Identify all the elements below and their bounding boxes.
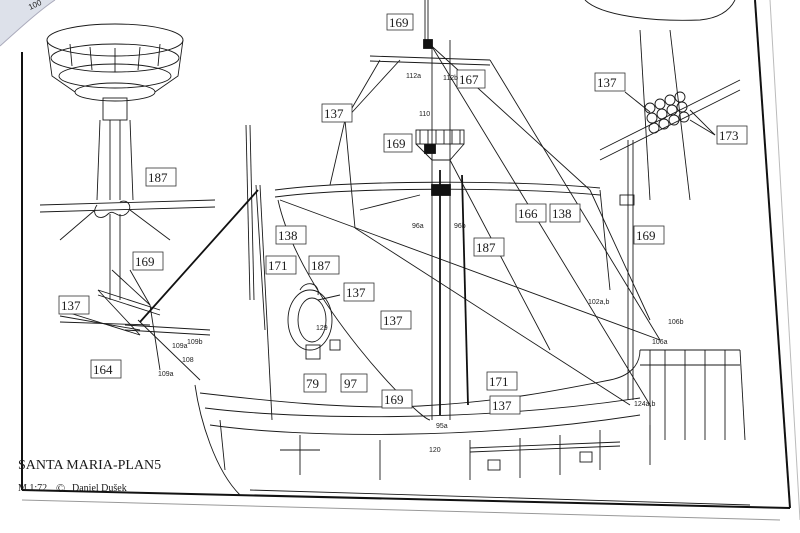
dark-rigging	[139, 39, 469, 415]
part-label: 166	[518, 206, 538, 221]
part-label: 171	[268, 258, 288, 273]
sheet-frame	[21, 0, 791, 509]
part-label: 110	[419, 111, 430, 118]
drawing-lines	[39, 0, 751, 506]
copyright-icon: ©	[56, 481, 65, 495]
part-label: 187	[148, 170, 168, 185]
part-label: 109b	[187, 339, 203, 346]
part-label: 137	[383, 313, 403, 328]
part-label: 79	[306, 376, 319, 391]
part-label: 102a,b	[588, 299, 610, 306]
page-corner-number: 100	[27, 0, 43, 12]
part-label: 96b	[454, 223, 466, 230]
part-label: 169	[389, 15, 409, 30]
part-label: 137	[61, 298, 81, 313]
part-labels: 169 112a 112b 167 137 110 169 137 173 18…	[61, 15, 739, 454]
part-label: 97	[344, 376, 358, 391]
part-label: 187	[311, 258, 331, 273]
part-label: 124a,b	[634, 401, 656, 408]
part-label: 96a	[412, 223, 424, 230]
plan-title: SANTA MARIA-PLAN5	[18, 458, 161, 473]
part-label: 169	[636, 228, 656, 243]
page-curl	[0, 0, 55, 46]
label-frames	[58, 13, 748, 415]
part-label: 187	[476, 240, 496, 255]
part-label: 129	[316, 325, 328, 332]
part-label: 137	[492, 398, 512, 413]
part-label: 109a	[172, 343, 188, 350]
part-label: 95a	[436, 423, 448, 430]
plan-author: Daniel Dušek	[72, 483, 127, 494]
part-label: 112a	[406, 73, 421, 80]
part-label: 108	[182, 357, 194, 364]
part-label: 120	[429, 447, 441, 454]
part-label: 138	[278, 228, 298, 243]
part-label: 137	[597, 75, 617, 90]
part-label: 109a	[158, 371, 174, 378]
part-label: 138	[552, 206, 572, 221]
part-label: 106a	[652, 339, 668, 346]
part-label: 137	[324, 106, 344, 121]
part-label: 169	[135, 254, 155, 269]
part-label: 112b	[443, 75, 458, 82]
part-label: 173	[719, 128, 739, 143]
part-label: 106b	[668, 319, 684, 326]
plan-scale: M 1:72	[18, 483, 47, 494]
part-label: 169	[384, 392, 404, 407]
part-label: 164	[93, 362, 113, 377]
part-label: 167	[459, 72, 479, 87]
part-label: 137	[346, 285, 366, 300]
part-label: 169	[386, 136, 406, 151]
part-label: 171	[489, 374, 509, 389]
